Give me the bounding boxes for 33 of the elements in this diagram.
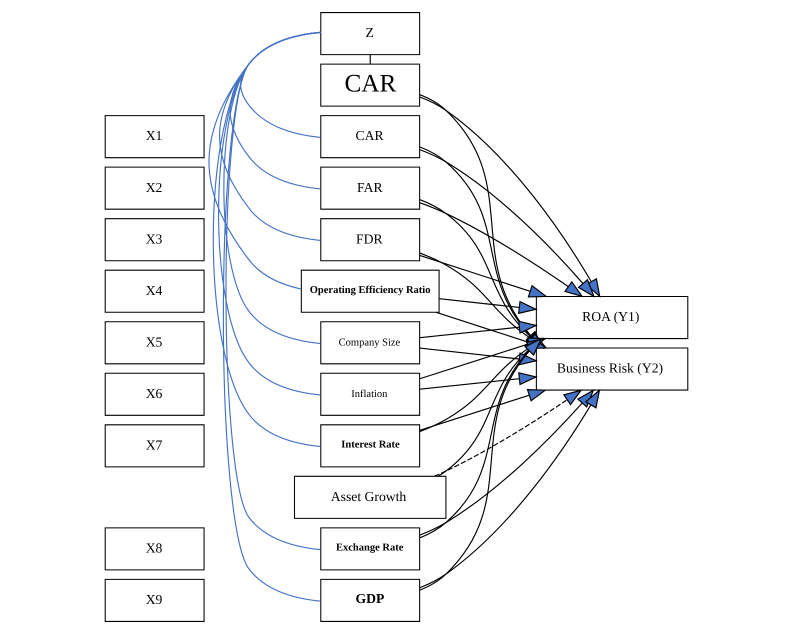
node-box: X9 [104,578,205,622]
node-box: Asset Growth [294,476,446,519]
node-box: X7 [104,424,205,468]
arrow [420,372,538,390]
node-box: Interest Rate [320,424,420,468]
node-box: X3 [104,218,205,262]
arrow [439,298,538,314]
arrow [420,202,584,298]
arrow [434,389,583,477]
arrow [420,149,596,298]
node-box: X6 [104,372,205,416]
node-box: Inflation [320,372,420,416]
connector [370,54,371,64]
node-box: CAR [320,64,420,107]
node-box: ROA (Y1) [536,296,688,340]
arrow [420,337,542,591]
node-box: CAR [320,115,420,158]
arrow [420,320,538,338]
node-box: X1 [104,115,205,158]
node-box: FDR [320,218,420,262]
node-box: X2 [104,166,205,210]
node-box: Operating Efficiency Ratio [300,270,440,313]
node-box: X8 [104,527,205,570]
node-box: Exchange Rate [320,527,420,570]
node-box: Business Risk (Y2) [536,348,688,391]
node-box: GDP [320,578,420,622]
node-box: FAR [320,166,420,210]
node-box: Z [320,12,420,56]
node-box: Company Size [320,321,420,364]
arrow [420,389,547,431]
node-box: X4 [104,270,205,313]
node-box: X5 [104,321,205,364]
arrow [420,254,548,298]
